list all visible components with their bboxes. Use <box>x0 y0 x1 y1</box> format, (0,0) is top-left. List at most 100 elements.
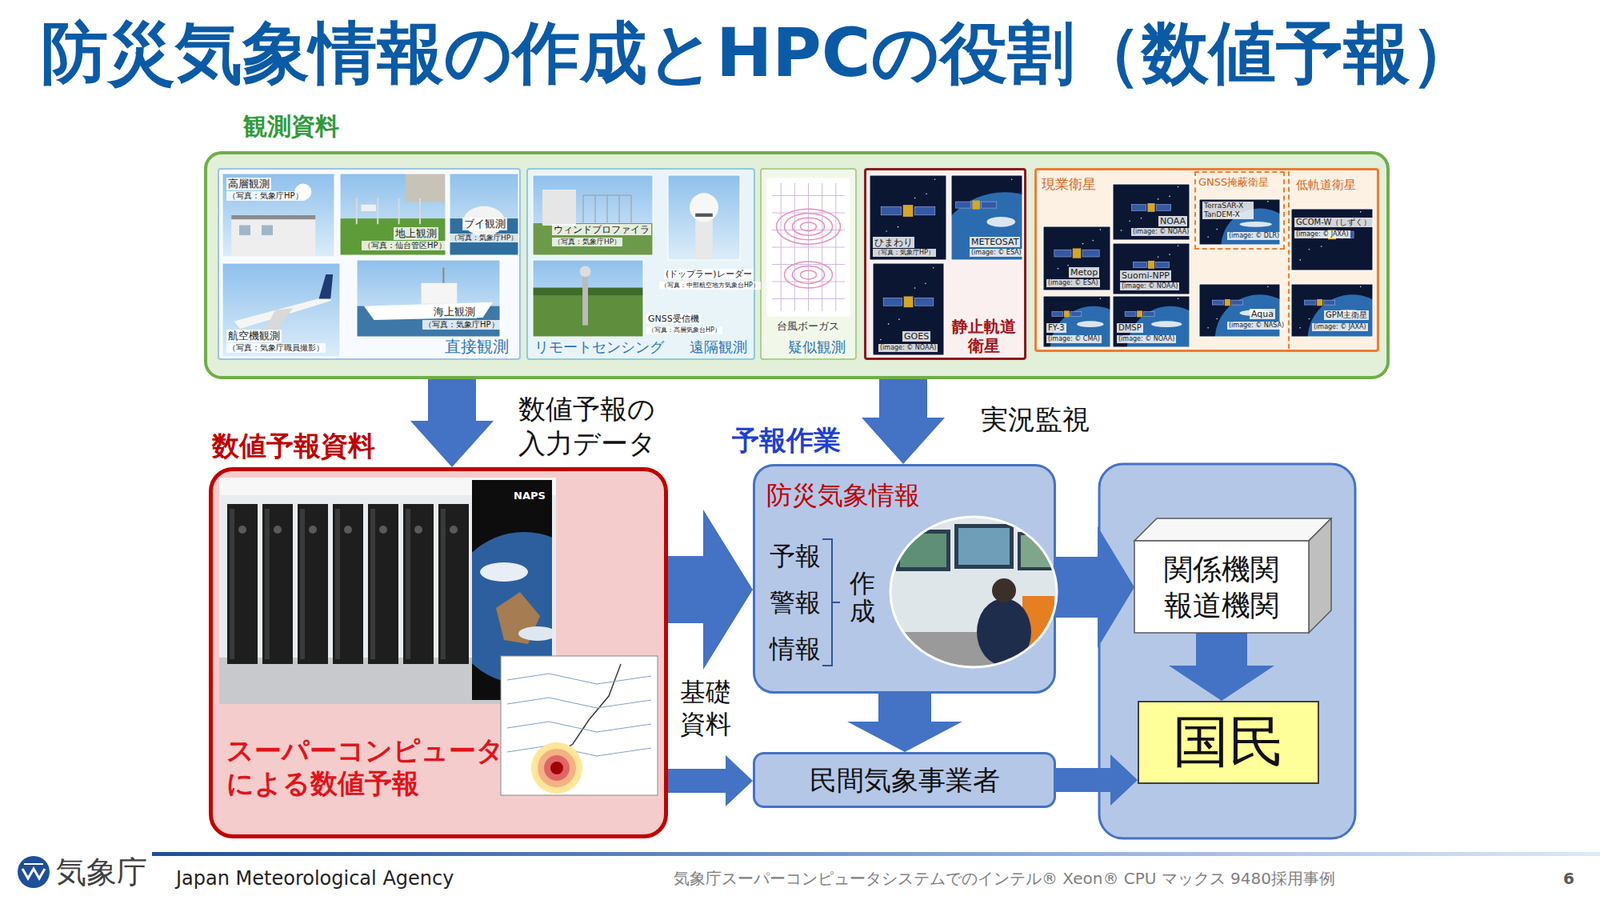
shape-rect <box>903 204 914 217</box>
shape-rect <box>1131 204 1146 212</box>
shape-circle <box>1157 198 1160 200</box>
decor-shape <box>1112 243 1190 295</box>
node-text: 作成 <box>849 569 876 626</box>
page-number: 6 <box>1561 868 1576 888</box>
shape-rect <box>1323 300 1335 305</box>
shape-circle <box>537 748 576 788</box>
shape-rect <box>956 201 972 208</box>
shape-circle <box>1157 256 1160 258</box>
photo-caption: 地上観測 <box>393 227 439 240</box>
shape-circle <box>550 761 564 775</box>
shape-rect <box>356 198 358 225</box>
shape-circle <box>1100 297 1102 300</box>
photo-caption: (image: © JAXA) <box>1294 230 1351 239</box>
shape-rect <box>1064 310 1070 317</box>
photo-caption: （写真：中部航空地方気象台HP） <box>659 281 761 290</box>
block-arrow <box>1056 526 1135 648</box>
shape-circle <box>1067 264 1069 267</box>
shape-circle <box>888 323 890 325</box>
shape-circle <box>1360 211 1362 213</box>
decor-shape <box>1291 208 1373 271</box>
shape-rect <box>972 200 980 209</box>
block-arrow <box>847 693 963 752</box>
shape-rect <box>360 204 376 212</box>
shape-rect <box>880 206 901 216</box>
shape-circle <box>1140 217 1143 220</box>
photo-caption: (image: © ESA) <box>969 248 1024 257</box>
shape-circle <box>580 266 592 278</box>
photo-caption: GPM主衛星 <box>1324 310 1369 320</box>
photo-caption: （写真：気象庁HP） <box>226 191 305 201</box>
shape-rect <box>958 528 1010 565</box>
shape-circle <box>531 742 583 794</box>
shape-circle <box>1307 294 1373 337</box>
shape-rect <box>767 178 850 316</box>
agency-3d-box: 関係機関 報道機関 <box>1134 518 1332 633</box>
decor-shape <box>1112 296 1190 348</box>
shape-ellipse <box>792 217 825 236</box>
shape-rect <box>239 224 251 235</box>
decor-shape <box>1043 296 1111 348</box>
decor-shape <box>822 512 1063 672</box>
decor-shape <box>767 178 850 316</box>
shape-rect <box>1136 310 1143 317</box>
decor-shape <box>356 260 500 337</box>
shape-ellipse <box>1240 221 1272 228</box>
shape-circle <box>1177 244 1180 247</box>
shape-polygon <box>364 302 493 320</box>
shape-circle <box>897 226 900 228</box>
shape-line <box>772 298 845 300</box>
shape-rect <box>449 173 519 256</box>
decor-shape <box>222 173 335 257</box>
photo-caption: ひまわり <box>872 236 915 248</box>
photo-caption: DMSP <box>1116 323 1144 333</box>
node-text: GNSS掩蔽衛星 <box>1198 176 1269 189</box>
shape-rect <box>1072 248 1082 258</box>
shape-rect <box>904 296 914 308</box>
photo-caption: (image: © NOAA) <box>878 344 938 352</box>
decor-shape <box>872 263 944 356</box>
shape-circle <box>885 230 888 232</box>
footer-note: 気象庁スーパーコンピュータシステムでのインテル® Xeon® CPU マックス … <box>672 868 1337 888</box>
photo-tile <box>532 175 653 256</box>
shape-ellipse <box>480 562 528 582</box>
shape-line <box>772 247 845 248</box>
node-text: 遠隔観測 <box>689 338 748 356</box>
node-text: リモートセンシング <box>534 338 664 356</box>
shape-line <box>507 673 652 684</box>
decor-shape <box>1291 208 1373 271</box>
decor-shape <box>356 260 500 337</box>
shape-rect <box>356 260 500 337</box>
shape-rect <box>370 508 376 660</box>
shape-circle <box>1177 186 1180 188</box>
shape-rect <box>1124 312 1136 317</box>
decor-shape <box>767 178 850 316</box>
shape-circle <box>449 525 458 534</box>
shape-rect <box>300 508 305 660</box>
photo-tile <box>222 173 335 257</box>
shape-rect <box>1043 226 1111 291</box>
photo-tile <box>356 260 500 337</box>
photo-caption: GOES <box>902 331 931 342</box>
photo-tile <box>1290 208 1373 271</box>
decor-shape <box>532 175 740 337</box>
shape-circle <box>414 525 423 534</box>
shape-circle <box>689 192 719 222</box>
shape-line <box>619 195 620 225</box>
node-text: 情報 <box>769 633 821 664</box>
shape-ellipse <box>800 270 817 280</box>
shape-rect <box>1147 203 1155 212</box>
photo-caption: (ドップラー)レーダー <box>664 268 754 280</box>
shape-circle <box>1267 286 1269 288</box>
shape-rect <box>262 504 293 664</box>
shape-circle <box>379 525 388 534</box>
node-text: 直接観測 <box>444 336 509 356</box>
photo-tile <box>1112 242 1190 295</box>
shape-line <box>822 539 832 666</box>
shape-circle <box>1299 327 1301 329</box>
photo-tile <box>668 175 740 260</box>
shape-circle <box>544 755 570 781</box>
low-orbit-group: 低軌道衛星 <box>1288 171 1376 349</box>
photo-tile <box>222 263 340 357</box>
rack-logo: NAPS <box>512 489 548 503</box>
